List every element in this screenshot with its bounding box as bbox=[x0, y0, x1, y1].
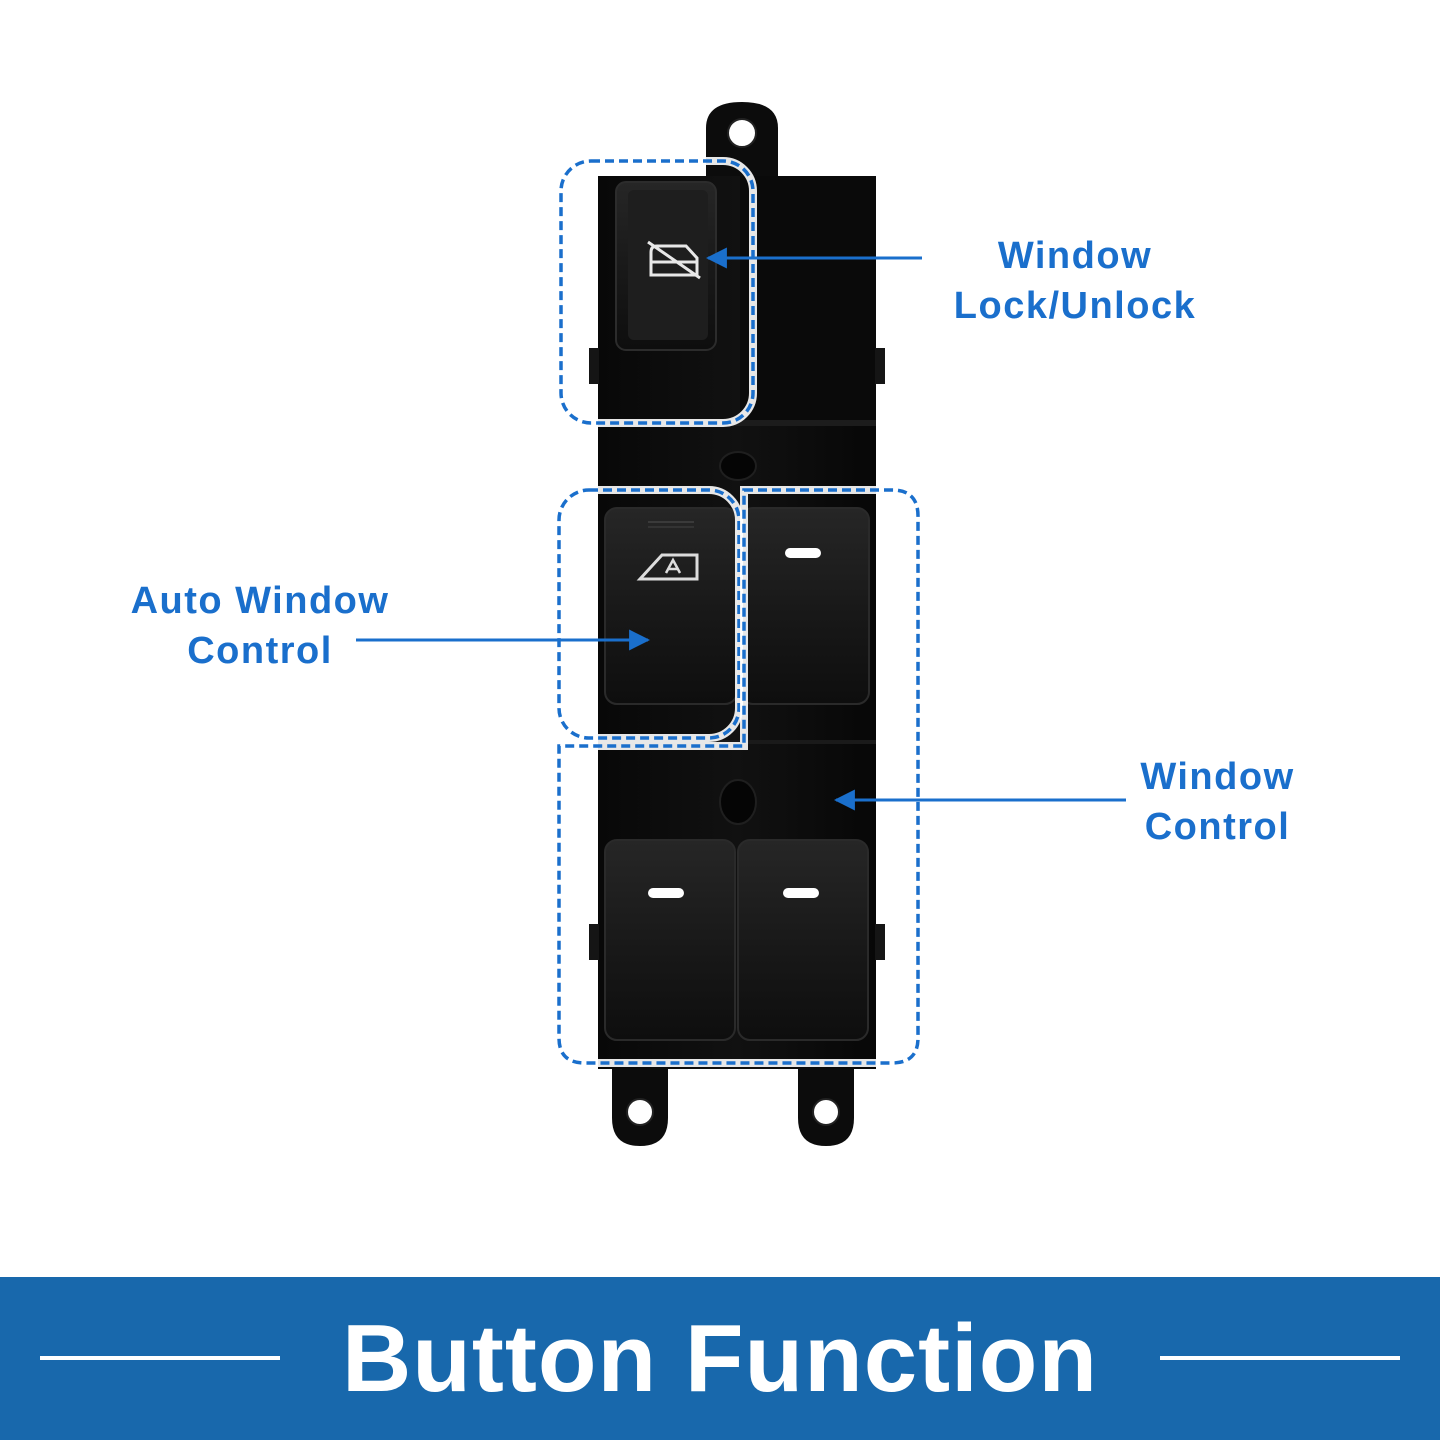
callout-line: Window bbox=[997, 235, 1153, 277]
footer-title: Button Function bbox=[341, 1305, 1099, 1412]
rear-right-window-button[interactable] bbox=[737, 839, 869, 1041]
callout-line: Control bbox=[187, 630, 333, 672]
auto-window-control-callout: Auto Window Control bbox=[110, 576, 410, 676]
lock-button-highlight bbox=[557, 157, 757, 427]
callout-line: Window bbox=[1140, 756, 1295, 798]
auto-window-icon bbox=[636, 553, 699, 581]
footer-rule-left bbox=[40, 1356, 280, 1360]
window-control-callout: Window Control bbox=[1110, 752, 1325, 852]
auto-window-highlight bbox=[555, 486, 743, 742]
footer-rule-right bbox=[1160, 1356, 1400, 1360]
window-control-highlight bbox=[555, 486, 922, 1067]
callout-line: Auto Window bbox=[130, 580, 390, 622]
indicator-light-icon bbox=[783, 888, 819, 898]
callout-line: Lock/Unlock bbox=[953, 285, 1197, 327]
window-lock-icon bbox=[647, 240, 701, 280]
indicator-light-icon bbox=[785, 548, 821, 558]
window-lock-unlock-callout: Window Lock/Unlock bbox=[930, 231, 1220, 331]
window-lock-button[interactable] bbox=[615, 181, 717, 351]
rear-left-window-button[interactable] bbox=[604, 839, 736, 1041]
bottom-right-mounting-tab bbox=[798, 1062, 854, 1146]
callout-line: Control bbox=[1144, 806, 1291, 848]
bottom-left-mounting-tab bbox=[612, 1062, 668, 1146]
front-passenger-window-button[interactable] bbox=[740, 507, 870, 705]
auto-window-button[interactable] bbox=[604, 507, 738, 705]
indicator-light-icon bbox=[648, 888, 684, 898]
